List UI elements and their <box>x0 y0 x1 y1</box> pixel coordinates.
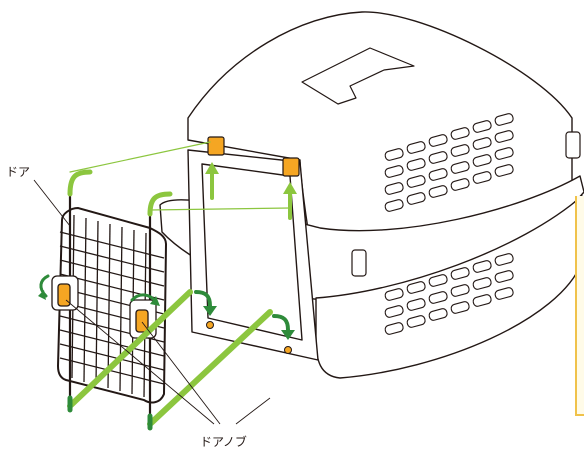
door-label: ドア <box>6 166 30 178</box>
door-knob-left <box>58 284 70 306</box>
bottom-hole-left <box>207 322 214 329</box>
latch-front <box>352 250 366 276</box>
guide-curve-top-left <box>70 172 90 194</box>
door-knob-right <box>136 310 148 332</box>
pin-ends <box>70 398 150 428</box>
side-note-panel <box>575 196 584 416</box>
latch-rear <box>566 132 580 158</box>
leader-door <box>34 180 70 226</box>
carrier-body <box>160 12 584 378</box>
door-knob-label: ドアノブ <box>200 436 247 448</box>
bottom-hole-right <box>285 347 292 354</box>
leader-knob-3 <box>236 398 270 424</box>
hinge-peg-top-right <box>283 158 299 176</box>
hinge-peg-top-left <box>208 137 224 155</box>
